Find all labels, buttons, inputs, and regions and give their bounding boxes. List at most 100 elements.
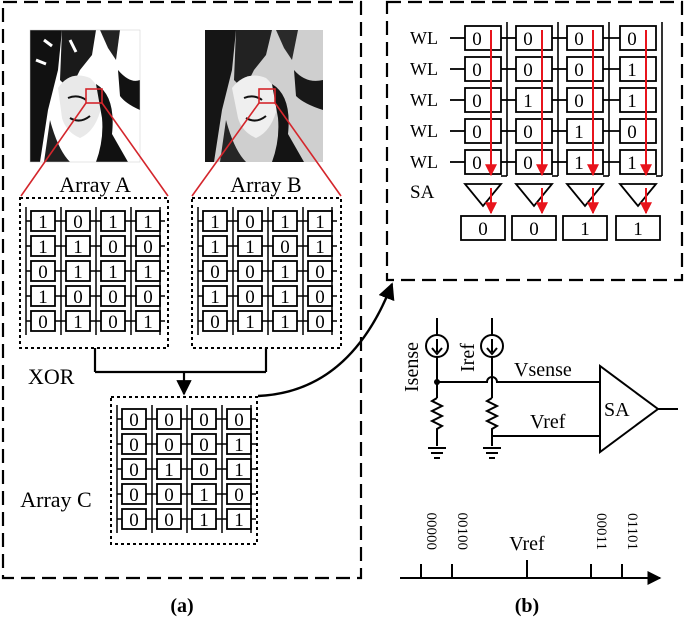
memory-cell-bit: 0 xyxy=(472,122,482,143)
threshold-code-label: 00011 xyxy=(593,513,609,550)
vref-label: Vref xyxy=(530,411,566,433)
array-b-label: Array B xyxy=(230,172,301,197)
array-b-bit: 1 xyxy=(280,212,290,233)
memory-cell-bit: 1 xyxy=(627,60,637,81)
array-b-bit: 1 xyxy=(280,262,290,283)
isense-label: Isense xyxy=(401,342,423,392)
array-c-bit: 0 xyxy=(164,410,174,431)
array-c-bit: 0 xyxy=(199,410,209,431)
memory-cell xyxy=(619,56,657,82)
array-c-bit: 1 xyxy=(234,510,244,531)
output-bit: 0 xyxy=(529,219,539,240)
memory-cell xyxy=(515,56,553,82)
wordline-label: WL xyxy=(410,59,438,79)
memory-cell xyxy=(566,87,604,113)
memory-cell xyxy=(619,25,657,51)
memory-cell xyxy=(566,56,604,82)
threshold-code-label: 00000 xyxy=(423,513,439,551)
image-a xyxy=(29,29,141,163)
zoom-indicator-a xyxy=(20,88,169,197)
array-a-bit: 1 xyxy=(38,212,48,233)
memory-cell-bit: 1 xyxy=(574,153,584,174)
array-b-bit: 0 xyxy=(280,237,290,258)
memory-cell-bit: 0 xyxy=(472,153,482,174)
array-c-bit: 0 xyxy=(129,485,139,506)
iref-label: Iref xyxy=(457,343,479,372)
memory-cell-bit: 0 xyxy=(523,122,533,143)
memory-cell-bit: 1 xyxy=(574,122,584,143)
memory-cell xyxy=(515,118,553,144)
array-a-bit: 0 xyxy=(108,237,118,258)
array-b-bit: 0 xyxy=(315,312,325,333)
sense-amp-icon xyxy=(618,183,658,208)
memory-cell-bit: 1 xyxy=(627,153,637,174)
array-b-bit: 1 xyxy=(210,287,220,308)
array-a-bit: 1 xyxy=(143,312,153,333)
array-a-bit: 0 xyxy=(108,287,118,308)
array-b-bit: 1 xyxy=(245,312,255,333)
memory-cell xyxy=(566,25,604,51)
memory-cell-bit: 0 xyxy=(574,91,584,112)
iref-resistor xyxy=(484,397,500,446)
array-c-bit: 0 xyxy=(234,485,244,506)
sense-amp-row xyxy=(463,183,658,215)
array-c-bit: 0 xyxy=(129,435,139,456)
threshold-code-label: 00100 xyxy=(454,513,470,551)
output-cell xyxy=(511,215,557,241)
array-a-bit: 0 xyxy=(143,287,153,308)
array-b-bit: 0 xyxy=(315,287,325,308)
amp-label: SA xyxy=(604,399,630,421)
array-a-label: Array A xyxy=(59,172,131,197)
memory-cell xyxy=(619,87,657,113)
xor-label: XOR xyxy=(28,364,75,389)
sense-amp-icon xyxy=(565,183,605,208)
memory-cell xyxy=(464,87,502,113)
array-a-bit: 0 xyxy=(38,262,48,283)
array-a-bit: 1 xyxy=(73,312,83,333)
array-b-bit: 0 xyxy=(210,262,220,283)
xor-connector xyxy=(93,348,268,396)
array-a-bit: 0 xyxy=(143,237,153,258)
memory-cell xyxy=(464,25,502,51)
array-c-container xyxy=(110,396,258,545)
memory-cell-bit: 1 xyxy=(523,91,533,112)
memory-cell xyxy=(464,56,502,82)
read-current-arrows xyxy=(485,30,652,177)
array-b-bit: 0 xyxy=(245,287,255,308)
memory-cell-bit: 0 xyxy=(472,91,482,112)
memory-cell-bit: 0 xyxy=(574,29,584,50)
array-c-bit: 1 xyxy=(199,510,209,531)
sense-amplifier-triangle xyxy=(599,364,660,454)
array-a-bit: 0 xyxy=(108,312,118,333)
array-c-bit: 1 xyxy=(234,460,244,481)
memory-cell xyxy=(464,149,502,175)
array-a-bit: 1 xyxy=(73,262,83,283)
memory-cell-bit: 0 xyxy=(627,29,637,50)
array-a-bit: 1 xyxy=(38,287,48,308)
panel-b-border xyxy=(385,0,684,282)
array-a-bit: 0 xyxy=(73,287,83,308)
array-a-bit: 1 xyxy=(108,262,118,283)
caption-b: (b) xyxy=(515,595,539,617)
memory-cell-bit: 0 xyxy=(574,60,584,81)
array-c-label: Array C xyxy=(20,487,91,512)
array-b-bit: 1 xyxy=(315,212,325,233)
output-bit: 0 xyxy=(478,219,488,240)
memory-cell-bit: 0 xyxy=(627,122,637,143)
memory-cell xyxy=(566,118,604,144)
array-b-bit: 1 xyxy=(280,312,290,333)
array-c-bit: 0 xyxy=(129,410,139,431)
array-c-bit: 0 xyxy=(164,485,174,506)
panel-a-border xyxy=(1,0,363,580)
zoom-indicator-b xyxy=(191,88,342,197)
wordline-label: WL xyxy=(410,90,438,110)
array-a-bit: 0 xyxy=(73,212,83,233)
array-c-bit: 0 xyxy=(234,410,244,431)
output-bit: 1 xyxy=(633,219,643,240)
array-b-bit: 1 xyxy=(280,287,290,308)
array-b-bit: 0 xyxy=(245,262,255,283)
